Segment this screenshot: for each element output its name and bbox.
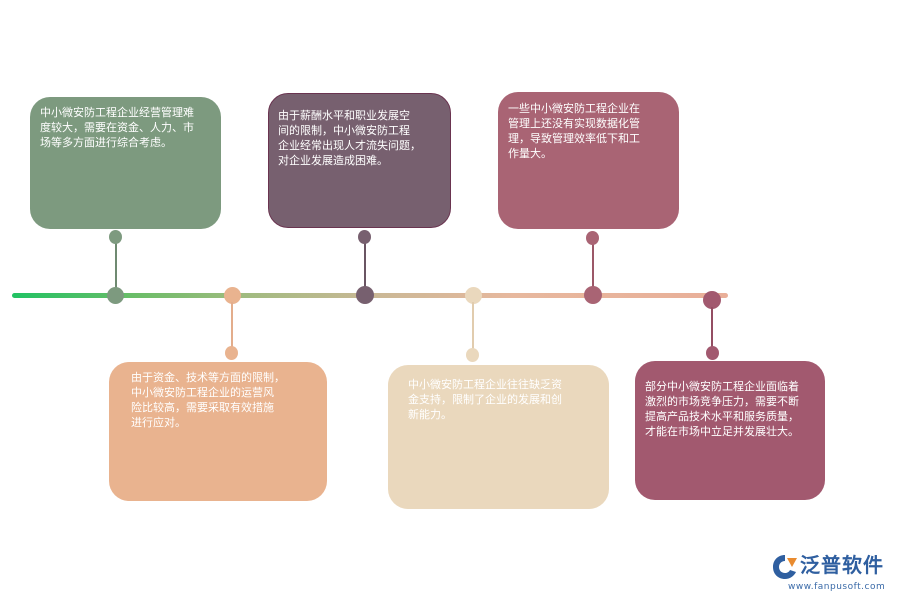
card-top-3: 一些中小微安防工程企业在 管理上还没有实现数据化管 理，导致管理效率低下和工 作… bbox=[498, 92, 679, 229]
card-top-3-text: 一些中小微安防工程企业在 管理上还没有实现数据化管 理，导致管理效率低下和工 作… bbox=[508, 102, 640, 160]
card-bottom-2: 中小微安防工程企业往往缺乏资 金支持，限制了企业的发展和创 新能力。 bbox=[388, 365, 609, 509]
connector-dot-top-3 bbox=[586, 231, 599, 245]
card-top-1-text: 中小微安防工程企业经营管理难 度较大，需要在资金、人力、市 场等多方面进行综合考… bbox=[40, 106, 194, 149]
connector-dot-bottom-1 bbox=[225, 346, 238, 360]
connector-bottom-3 bbox=[711, 307, 713, 350]
card-bottom-1-text: 由于资金、技术等方面的限制， 中小微安防工程企业的运营风 险比较高，需要采取有效… bbox=[131, 371, 285, 429]
connector-dot-bottom-3 bbox=[706, 346, 719, 360]
fanpu-logo-icon bbox=[773, 555, 797, 579]
brand-url: www.fanpusoft.com bbox=[788, 582, 886, 592]
connector-top-1 bbox=[115, 237, 117, 295]
connector-dot-bottom-2 bbox=[466, 348, 479, 362]
connector-top-3 bbox=[592, 238, 594, 295]
timeline-node-6 bbox=[703, 291, 721, 309]
card-bottom-3-text: 部分中小微安防工程企业面临着 激烈的市场竞争压力，需要不断 提高产品技术水平和服… bbox=[645, 380, 799, 438]
card-bottom-2-text: 中小微安防工程企业往往缺乏资 金支持，限制了企业的发展和创 新能力。 bbox=[408, 378, 562, 421]
timeline-node-3 bbox=[356, 286, 374, 304]
card-top-2: 由于薪酬水平和职业发展空 间的限制，中小微安防工程 企业经常出现人才流失问题， … bbox=[268, 93, 451, 228]
connector-dot-top-1 bbox=[109, 230, 122, 244]
timeline-node-4 bbox=[465, 287, 482, 304]
connector-top-2 bbox=[364, 237, 366, 295]
card-bottom-1: 由于资金、技术等方面的限制， 中小微安防工程企业的运营风 险比较高，需要采取有效… bbox=[109, 362, 327, 501]
card-bottom-3: 部分中小微安防工程企业面临着 激烈的市场竞争压力，需要不断 提高产品技术水平和服… bbox=[635, 361, 825, 500]
card-top-2-text: 由于薪酬水平和职业发展空 间的限制，中小微安防工程 企业经常出现人才流失问题， … bbox=[278, 109, 421, 167]
connector-bottom-1 bbox=[231, 302, 233, 350]
timeline-node-2 bbox=[224, 287, 241, 304]
timeline-node-5 bbox=[584, 286, 602, 304]
connector-dot-top-2 bbox=[358, 230, 371, 244]
timeline-node-1 bbox=[107, 287, 124, 304]
card-top-1: 中小微安防工程企业经营管理难 度较大，需要在资金、人力、市 场等多方面进行综合考… bbox=[30, 97, 221, 229]
brand-name: 泛普软件 bbox=[800, 553, 884, 577]
brand-logo: 泛普软件 www.fanpusoft.com bbox=[770, 552, 896, 596]
connector-bottom-2 bbox=[472, 302, 474, 352]
